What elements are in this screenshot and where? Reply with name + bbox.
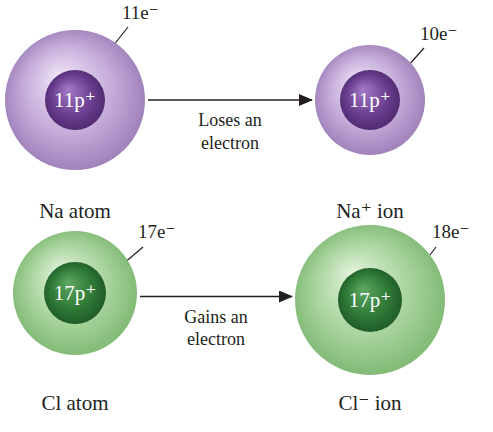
caption: Cl atom	[41, 392, 108, 415]
electron-count: 11e⁻	[122, 3, 159, 24]
nucleus: 17p⁺	[44, 262, 106, 324]
ion-sphere: 10e⁻Na⁺ ion11p⁺	[315, 45, 425, 155]
sphere-fill	[5, 30, 145, 170]
proton-count: 17p⁺	[349, 290, 392, 311]
proton-count: 17p⁺	[54, 283, 97, 304]
proton-count: 11p⁺	[54, 90, 96, 111]
arrow-label: Loses an electron	[174, 109, 286, 154]
reaction-arrow	[148, 99, 312, 101]
ion-sphere: 18e⁻Cl⁻ ion17p⁺	[295, 225, 445, 375]
caption: Na⁺ ion	[336, 200, 404, 223]
reaction-arrow	[140, 296, 292, 298]
atom-sphere: 11e⁻Na atom11p⁺	[5, 30, 145, 170]
caption: Cl⁻ ion	[338, 392, 401, 415]
nucleus: 11p⁺	[45, 70, 105, 130]
nucleus: 17p⁺	[338, 268, 402, 332]
caption: Na atom	[39, 200, 111, 223]
sphere-fill	[13, 231, 137, 355]
atom-sphere: 17e⁻Cl atom17p⁺	[13, 231, 137, 355]
electron-count: 10e⁻	[420, 24, 457, 45]
sphere-fill	[44, 262, 106, 324]
electron-count: 17e⁻	[138, 222, 175, 243]
sphere-fill	[315, 45, 425, 155]
sphere-fill	[45, 70, 105, 130]
sphere-fill	[340, 70, 400, 130]
arrow-label: Gains an electron	[160, 306, 272, 351]
electron-count: 18e⁻	[432, 222, 469, 243]
sphere-fill	[295, 225, 445, 375]
sphere-fill	[338, 268, 402, 332]
nucleus: 11p⁺	[340, 70, 400, 130]
proton-count: 11p⁺	[349, 90, 391, 111]
